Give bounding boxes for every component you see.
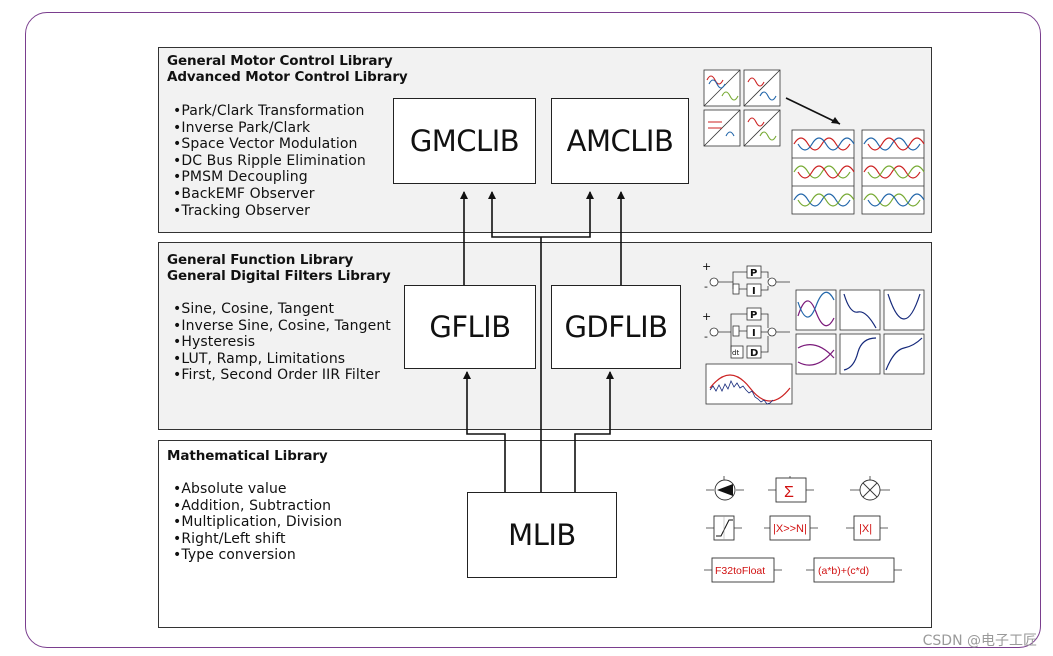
- list-item: Space Vector Modulation: [173, 136, 366, 153]
- transform-arrow: [785, 97, 841, 125]
- math-block-graphics: Σ |X>>N| |X| F32toFloat (a*b)+(c*d): [704, 476, 902, 583]
- pid-i-label: I: [752, 328, 756, 339]
- arrow-mlib-gflib: [463, 371, 506, 492]
- motor-waveform-graphics: [703, 69, 925, 215]
- mac-block: [813, 557, 895, 583]
- pid-p-label: P: [750, 310, 757, 321]
- panel-title-gdf: General Digital Filters Library: [167, 268, 391, 284]
- panel-title-gf: General Function Library: [167, 252, 354, 268]
- mlib-box: MLIB: [467, 492, 617, 578]
- list-item: LUT, Ramp, Limitations: [173, 351, 391, 368]
- panel-title-gmc: General Motor Control Library: [167, 53, 393, 69]
- mac-label: (a*b)+(c*d): [818, 565, 869, 577]
- motor-feature-list: Park/Clark Transformation Inverse Park/C…: [173, 103, 366, 219]
- phase-waveform-panels: [791, 129, 925, 215]
- function-graph-tiles: [705, 289, 925, 405]
- shift-block: [769, 515, 811, 541]
- pid-dt-label: dt: [732, 349, 739, 357]
- list-item: Addition, Subtraction: [173, 498, 342, 515]
- list-item: Type conversion: [173, 547, 342, 564]
- list-item: PMSM Decoupling: [173, 169, 366, 186]
- abs-label: |X|: [859, 523, 872, 535]
- pi-minus-label: -: [704, 280, 708, 293]
- pid-minus-label: -: [704, 330, 708, 343]
- sum-symbol: Σ: [784, 484, 794, 501]
- pi-p-label: P: [750, 268, 757, 279]
- list-item: Inverse Park/Clark: [173, 120, 366, 137]
- arrow-bus-amclib: [541, 191, 594, 238]
- list-item: Tracking Observer: [173, 203, 366, 220]
- abs-block: [853, 515, 881, 541]
- list-item: First, Second Order IIR Filter: [173, 367, 391, 384]
- list-item: Park/Clark Transformation: [173, 103, 366, 120]
- convert-block: [711, 557, 775, 583]
- shift-label: |X>>N|: [773, 523, 807, 535]
- list-item: Inverse Sine, Cosine, Tangent: [173, 318, 391, 335]
- pi-i-label: I: [752, 286, 756, 297]
- watermark: CSDN @电子工匠: [922, 633, 1037, 649]
- cross-icon: [859, 479, 881, 501]
- panel-title-amc: Advanced Motor Control Library: [167, 69, 408, 85]
- panel-title-math: Mathematical Library: [167, 448, 328, 464]
- list-item: Absolute value: [173, 481, 342, 498]
- function-feature-list: Sine, Cosine, Tangent Inverse Sine, Cosi…: [173, 301, 391, 384]
- outer-frame: [25, 12, 1041, 648]
- arrow-mlib-gdflib: [574, 371, 614, 492]
- arrow-bus-gmclib: [488, 191, 541, 238]
- list-item: Hysteresis: [173, 334, 391, 351]
- pi-plus-label: +: [702, 260, 711, 273]
- sum-block: [775, 477, 807, 503]
- pid-plus-label: +: [702, 310, 711, 323]
- pid-d-label: D: [750, 348, 758, 359]
- gdflib-box: GDFLIB: [551, 285, 681, 369]
- pid-controller-graphics: + - + - P I P I D dt: [702, 260, 790, 359]
- list-item: BackEMF Observer: [173, 186, 366, 203]
- list-item: DC Bus Ripple Elimination: [173, 153, 366, 170]
- list-item: Right/Left shift: [173, 531, 342, 548]
- list-item: Multiplication, Division: [173, 514, 342, 531]
- gmclib-box: GMCLIB: [393, 98, 536, 184]
- list-item: Sine, Cosine, Tangent: [173, 301, 391, 318]
- gflib-box: GFLIB: [404, 285, 536, 369]
- convert-label: F32toFloat: [715, 565, 765, 577]
- amclib-box: AMCLIB: [551, 98, 689, 184]
- math-feature-list: Absolute value Addition, Subtraction Mul…: [173, 481, 342, 564]
